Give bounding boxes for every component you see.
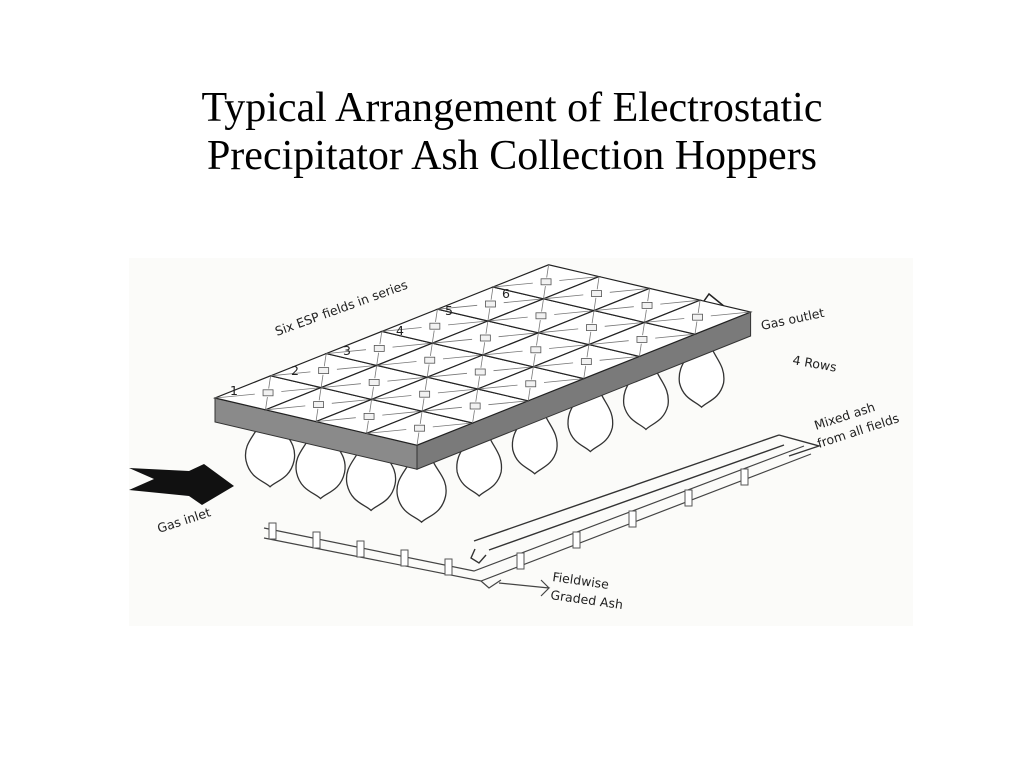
field-numbers: 1 2 3 4 5 6	[230, 286, 510, 398]
hopper-cell	[268, 352, 379, 389]
hopper-cell	[541, 275, 652, 312]
title-line-1: Typical Arrangement of Electrostatic	[201, 85, 823, 131]
gas-outlet-label: Gas outlet	[760, 305, 826, 333]
field-number-2: 2	[291, 363, 299, 378]
field-number-3: 3	[343, 343, 351, 358]
diagram-svg: Six ESP fields in series 1 2 3 4 5 6 Gas…	[129, 264, 901, 612]
mixed-ash-header	[470, 434, 822, 564]
gate	[444, 558, 453, 576]
hopper-grid	[213, 264, 753, 470]
hopper-cell	[642, 299, 753, 335]
hopper-cell	[314, 398, 425, 435]
esp-hopper-diagram: Six ESP fields in series 1 2 3 4 5 6 Gas…	[129, 258, 913, 626]
gate	[400, 549, 409, 567]
slide-title: Typical Arrangement of Electrostatic Pre…	[0, 84, 1024, 180]
hopper-bulb	[396, 454, 447, 524]
gas-inlet-label: Gas inlet	[155, 504, 212, 535]
gate	[268, 522, 277, 540]
hopper-cell	[430, 320, 541, 356]
fieldwise-conveyor	[263, 445, 812, 597]
hopper-cell	[531, 343, 642, 380]
gate	[516, 552, 525, 570]
hopper-cell	[491, 264, 602, 300]
gate	[628, 510, 637, 528]
field-number-6: 6	[502, 286, 510, 301]
title-line-2: Precipitator Ash Collection Hoppers	[206, 133, 818, 179]
gate	[572, 531, 581, 549]
gate	[740, 468, 749, 486]
gate	[356, 540, 365, 558]
graded-ash-label-2: Graded Ash	[550, 587, 624, 612]
field-number-1: 1	[230, 383, 238, 398]
gate	[312, 531, 321, 549]
hopper-cell	[425, 354, 536, 390]
rows-label: 4 Rows	[791, 352, 837, 374]
fieldwise-gates	[268, 468, 749, 576]
field-number-4: 4	[396, 323, 404, 338]
gas-inlet-arrow	[129, 464, 234, 505]
gate	[684, 489, 693, 507]
field-number-5: 5	[445, 303, 453, 318]
